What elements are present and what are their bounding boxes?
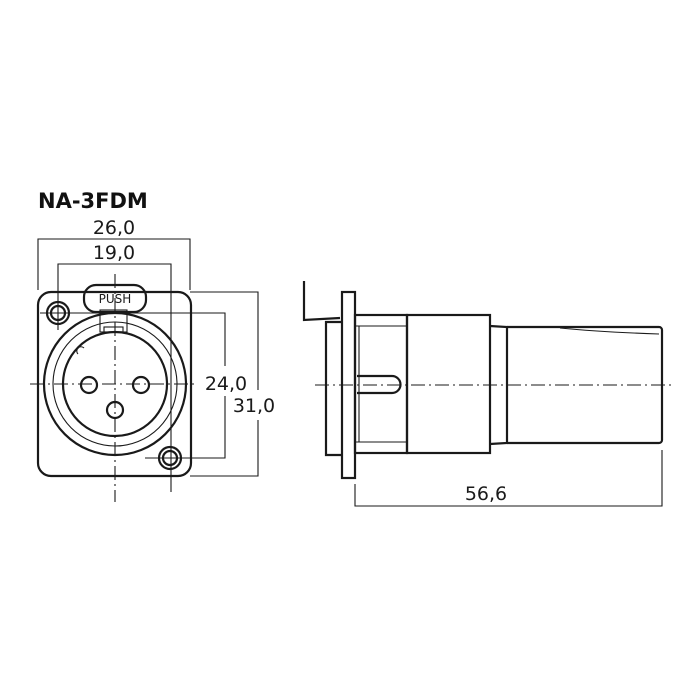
dimension-height-outer: 31,0 xyxy=(190,291,275,477)
dimension-length: 56,6 xyxy=(354,450,663,507)
rear-housing xyxy=(324,320,342,457)
solder-bracket xyxy=(302,281,341,322)
dim-label: 26,0 xyxy=(93,217,135,239)
latch-slot xyxy=(103,326,124,333)
pin-1 xyxy=(79,375,99,395)
model-title: NA-3FDM xyxy=(38,189,148,213)
dim-label: 56,6 xyxy=(465,483,507,505)
dimension-width-outer: 26,0 xyxy=(37,217,191,290)
dim-label: 31,0 xyxy=(233,395,275,417)
front-view: 26,0 19,0 PUSH xyxy=(30,217,275,502)
dim-label: 24,0 xyxy=(205,373,247,395)
pin-2 xyxy=(131,375,151,395)
dim-label: 19,0 xyxy=(93,242,135,264)
key-notch xyxy=(76,346,85,355)
dimension-height-holes: 24,0 xyxy=(40,312,247,459)
body-segment-2 xyxy=(405,313,492,455)
body-segment-1 xyxy=(353,313,409,455)
side-view: 56,6 xyxy=(302,281,672,507)
dimension-width-holes: 19,0 xyxy=(57,242,172,492)
